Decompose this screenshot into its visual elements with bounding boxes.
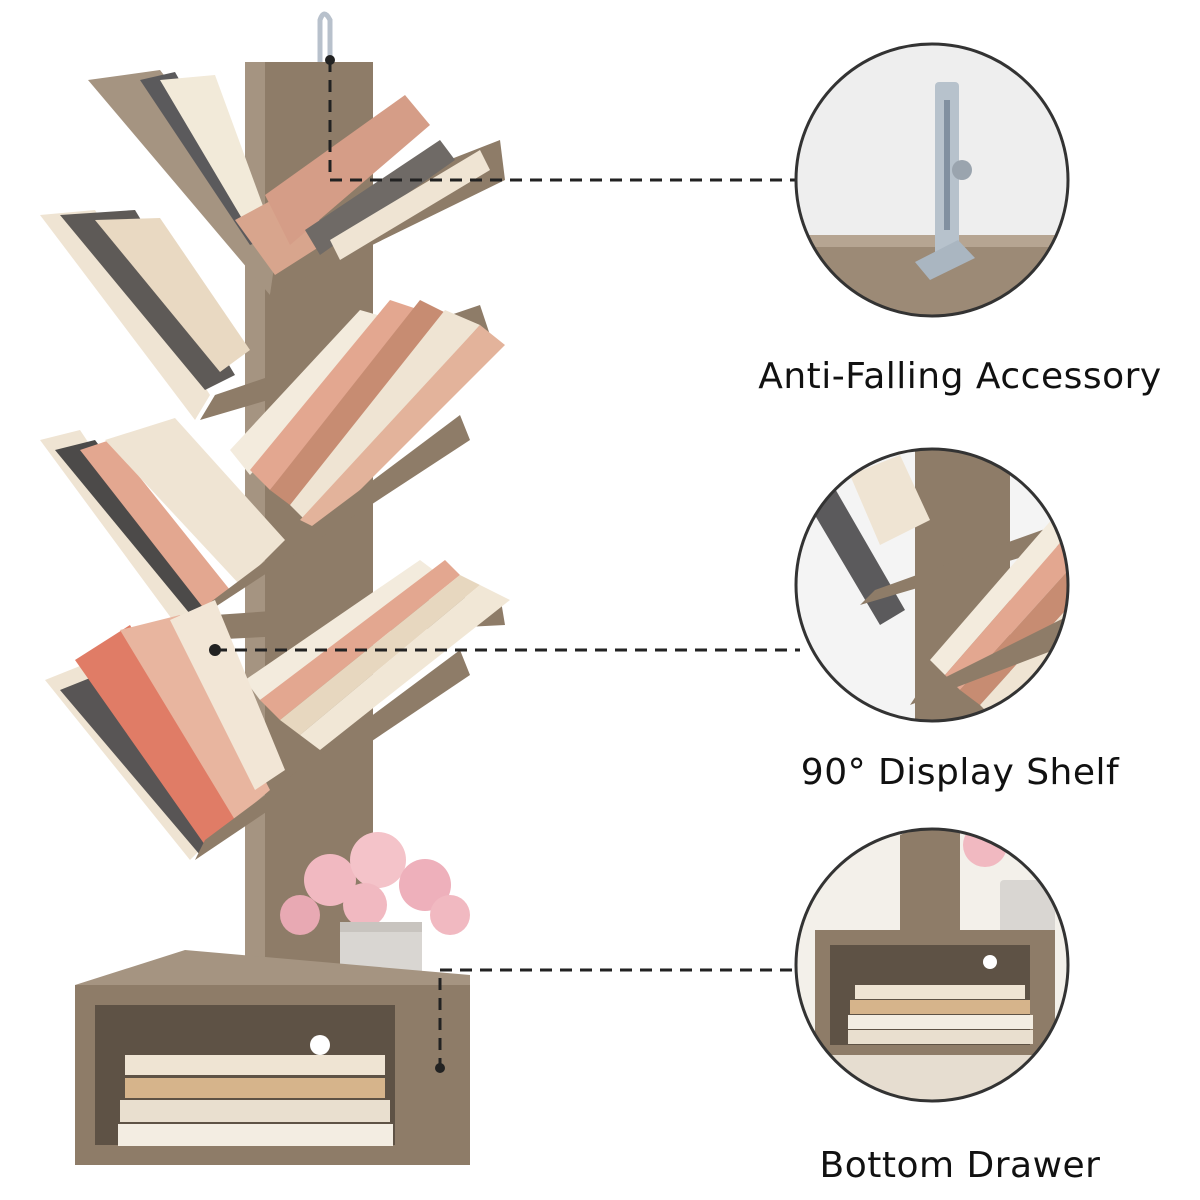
shelf-3 bbox=[40, 415, 470, 630]
bottom-drawer-box bbox=[75, 950, 470, 1165]
shelf-4 bbox=[205, 560, 510, 750]
tree-bookshelf bbox=[40, 11, 800, 1165]
detail-circle-bottom-drawer bbox=[794, 827, 1070, 1103]
leader-lines bbox=[215, 60, 800, 1070]
wall-hook bbox=[317, 11, 333, 70]
detail-circle-anti-falling bbox=[794, 42, 1070, 318]
callout-label-anti-falling: Anti-Falling Accessory bbox=[758, 356, 1162, 397]
shelf-5 bbox=[45, 600, 470, 860]
shelf-2 bbox=[40, 210, 505, 530]
flower-vase bbox=[280, 832, 470, 1004]
callout-label-display-shelf: 90° Display Shelf bbox=[800, 752, 1120, 793]
callout-label-bottom-drawer: Bottom Drawer bbox=[819, 1145, 1101, 1186]
shelf-top bbox=[88, 70, 505, 295]
detail-circle-display-shelf bbox=[794, 447, 1070, 723]
